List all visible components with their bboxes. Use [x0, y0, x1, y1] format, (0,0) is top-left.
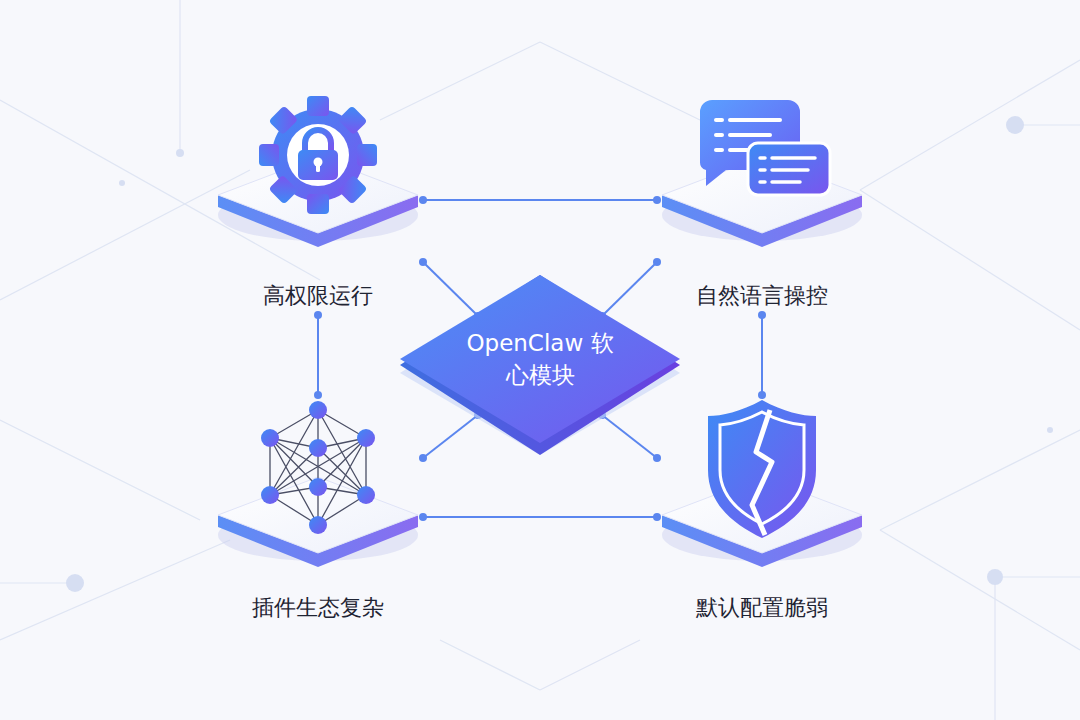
node-label: 默认配置脆弱 [657, 594, 867, 622]
gear-lock-icon [259, 96, 377, 214]
connector [419, 513, 661, 521]
node-label: 高权限运行 [213, 282, 423, 310]
shield-icon [708, 400, 816, 538]
network-icon [261, 401, 375, 534]
core-title: OpenClaw 软心模块 [465, 327, 615, 391]
connector [419, 411, 482, 462]
connector [758, 311, 766, 399]
connector [598, 258, 661, 320]
node-label: 自然语言操控 [657, 282, 867, 310]
connector [598, 411, 661, 462]
core-diamond: OpenClaw 软心模块 [400, 275, 680, 455]
connector [419, 258, 482, 320]
node-label: 插件生态复杂 [213, 594, 423, 622]
connector [419, 196, 661, 204]
connector [314, 311, 322, 399]
chat-icon [700, 100, 830, 195]
